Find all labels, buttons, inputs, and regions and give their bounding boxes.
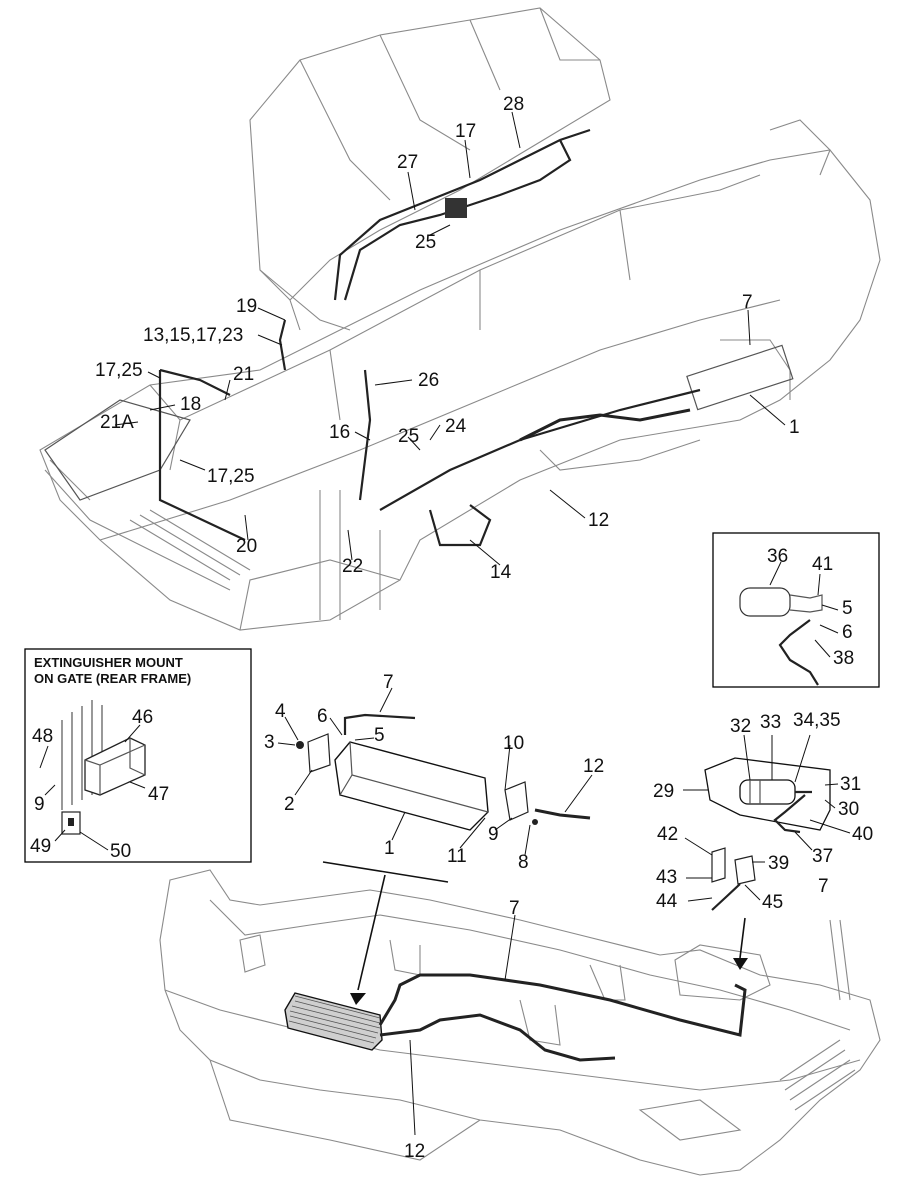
callout-24: 24	[445, 416, 467, 437]
act-callout-45: 45	[762, 892, 783, 913]
act-callout-39: 39	[768, 853, 789, 874]
act-callout-33: 33	[760, 712, 781, 733]
ext-callout-47: 47	[148, 784, 169, 805]
act-callout-43: 43	[656, 867, 677, 888]
act-callout-31: 31	[840, 774, 861, 795]
callout-12-upper: 12	[588, 510, 609, 531]
callout-1-upper: 1	[789, 417, 800, 438]
lower-frame: 7 12	[159, 861, 881, 1176]
lower-cylinder	[284, 992, 383, 1051]
cyl-callout-2: 2	[284, 794, 295, 815]
upper-leaders	[114, 111, 786, 566]
nitrogen-cylinder	[739, 587, 791, 617]
cyl-callout-9: 9	[488, 824, 499, 845]
callout-28: 28	[503, 94, 524, 115]
cyl-callout-6: 6	[317, 706, 328, 727]
cyl-callout-8: 8	[518, 852, 529, 873]
callout-18: 18	[180, 394, 201, 415]
act-callout-40: 40	[852, 824, 873, 845]
lower-callout-7: 7	[509, 898, 520, 919]
ext-callout-48: 48	[32, 726, 53, 747]
callout-17-25-bottom: 17,25	[207, 466, 255, 487]
act-callout-44: 44	[656, 891, 678, 912]
cyl-callout-7: 7	[383, 672, 394, 693]
inset-title-line1: EXTINGUISHER MOUNT	[34, 655, 183, 670]
cyl-callout-5: 5	[374, 725, 385, 746]
callout-17: 17	[455, 121, 476, 142]
upper-assembly: 28 17 27 25 19 13,15,17,23 17,25 21 18 2…	[39, 7, 881, 631]
inset-callout-38: 38	[833, 648, 854, 669]
callout-16: 16	[329, 422, 350, 443]
cyl-callout-12: 12	[583, 756, 604, 777]
inset-callout-41: 41	[812, 554, 833, 575]
inset-callout-5: 5	[842, 598, 853, 619]
cyl-callout-3: 3	[264, 732, 275, 753]
cab-outline	[249, 7, 611, 331]
cyl-callout-1: 1	[384, 838, 395, 859]
callout-17-25-top: 17,25	[95, 360, 143, 381]
cylinder-inset: 36 41 5 6 38	[712, 532, 880, 688]
exploded-actuator: 32 33 34,35 29 31 30 40 37 42 39 43 44 4…	[653, 710, 873, 913]
extinguisher-inset: EXTINGUISHER MOUNT ON GATE (REAR FRAME) …	[24, 648, 252, 863]
act-callout-30: 30	[838, 799, 859, 820]
inset-callout-6: 6	[842, 622, 853, 643]
act-callout-42: 42	[657, 824, 678, 845]
main-frame	[39, 119, 881, 631]
inset-title-line2: ON GATE (REAR FRAME)	[34, 671, 191, 686]
callout-26: 26	[418, 370, 439, 391]
act-callout-29: 29	[653, 781, 674, 802]
act-callout-32: 32	[730, 716, 751, 737]
callout-21A: 21A	[100, 412, 134, 433]
lower-hose-12	[379, 1013, 616, 1062]
callout-7-upper: 7	[742, 292, 753, 313]
act-callout-34-35: 34,35	[793, 710, 841, 731]
hose	[519, 408, 691, 442]
ext-callout-9: 9	[34, 794, 45, 815]
callout-25-mid: 25	[398, 426, 419, 447]
cyl-callout-11: 11	[447, 846, 467, 867]
valve-fitting	[428, 504, 492, 547]
ext-callout-46: 46	[132, 707, 153, 728]
inset-callout-36: 36	[767, 546, 788, 567]
callout-13-15-17-23: 13,15,17,23	[143, 325, 243, 346]
act-callout-7: 7	[818, 876, 829, 897]
lower-hose-7	[378, 973, 747, 1037]
exploded-cylinder: 7 4 6 3 5 10 12 2 1 11 9 8	[264, 672, 604, 873]
cyl-callout-10: 10	[503, 733, 524, 754]
callout-25: 25	[415, 232, 436, 253]
ext-callout-50: 50	[110, 841, 131, 862]
callout-21: 21	[233, 364, 254, 385]
callout-19: 19	[236, 296, 257, 317]
ext-callout-49: 49	[30, 836, 51, 857]
callout-22: 22	[342, 556, 363, 577]
act-callout-37: 37	[812, 846, 833, 867]
callout-20: 20	[236, 536, 257, 557]
cyl-callout-4: 4	[275, 701, 286, 722]
callout-27: 27	[397, 152, 418, 173]
callout-14: 14	[490, 562, 512, 583]
lower-callout-12: 12	[404, 1141, 425, 1162]
